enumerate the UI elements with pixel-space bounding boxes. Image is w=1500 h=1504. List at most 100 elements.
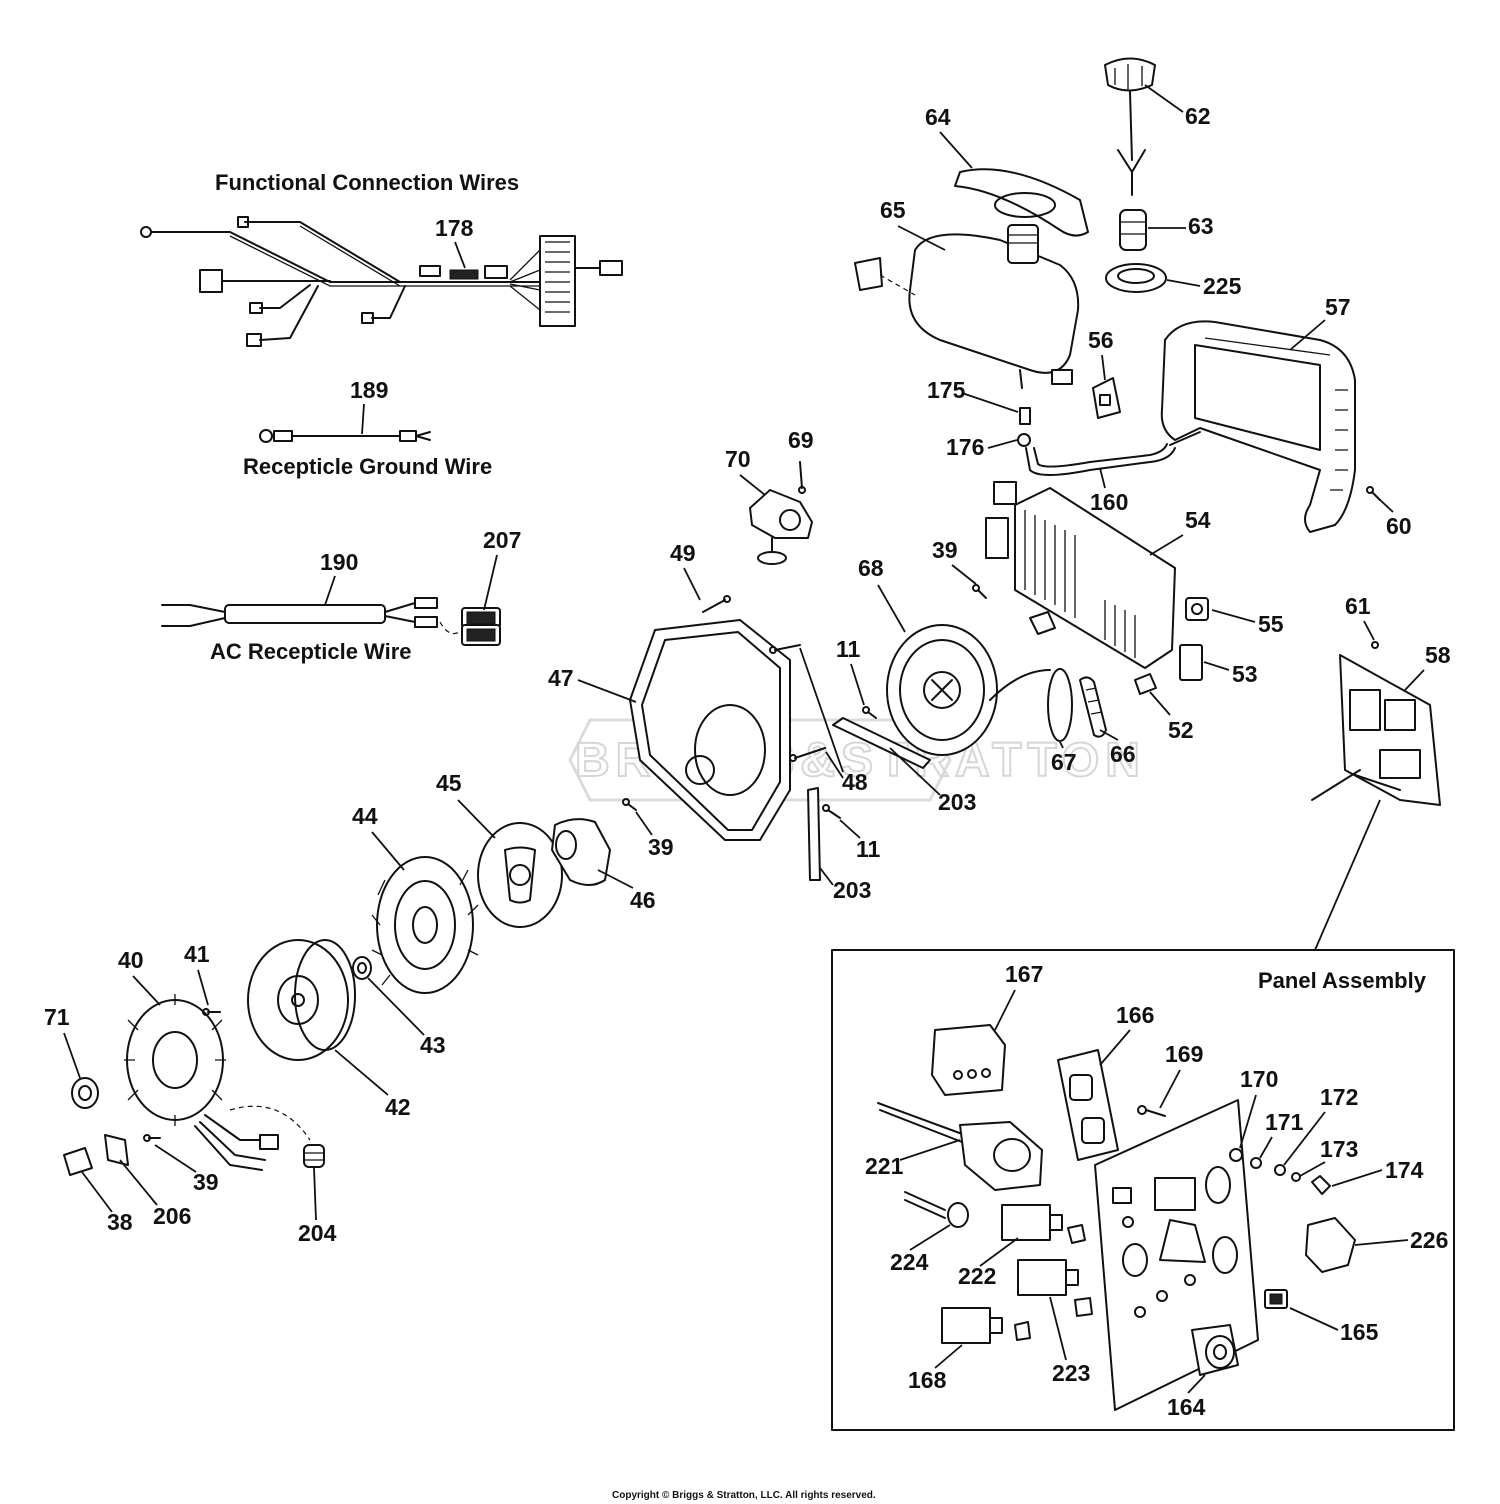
callout-42[interactable]: 42 — [385, 1094, 411, 1120]
part-207-connector[interactable] — [439, 607, 501, 646]
part-38-clip[interactable] — [63, 1147, 93, 1176]
callout-53[interactable]: 53 — [1232, 661, 1258, 687]
callout-166[interactable]: 166 — [1116, 1002, 1154, 1028]
callout-63[interactable]: 63 — [1188, 213, 1214, 239]
callout-60[interactable]: 60 — [1386, 513, 1412, 539]
callout-40[interactable]: 40 — [118, 947, 144, 973]
part-57-frame-handle[interactable] — [1160, 320, 1356, 533]
callout-55[interactable]: 55 — [1258, 611, 1284, 637]
part-160-fuel-hose[interactable] — [1025, 443, 1176, 476]
part-176-clamp[interactable] — [1017, 433, 1031, 447]
part-48-screws[interactable] — [769, 644, 826, 762]
callout-65[interactable]: 65 — [880, 197, 906, 223]
part-169-screw[interactable] — [1137, 1105, 1166, 1117]
part-68-recoil-starter[interactable] — [886, 624, 1051, 756]
part-189-ground-wire[interactable] — [259, 429, 431, 443]
callout-189[interactable]: 189 — [350, 377, 388, 403]
part-41-screw[interactable] — [202, 1008, 221, 1016]
part-47-fan-housing[interactable] — [629, 619, 791, 841]
part-11b-screw[interactable] — [822, 804, 841, 819]
part-53-clip[interactable] — [1179, 644, 1203, 681]
callout-47[interactable]: 47 — [548, 665, 574, 691]
callout-225[interactable]: 225 — [1203, 273, 1242, 299]
part-167-module[interactable] — [931, 1024, 1006, 1096]
part-221-inlet[interactable] — [877, 1102, 1043, 1191]
part-45-plate[interactable] — [477, 822, 563, 928]
part-226-cover[interactable] — [1305, 1217, 1356, 1273]
part-222-breaker[interactable] — [1001, 1204, 1086, 1244]
part-62-fuel-cap[interactable] — [1104, 57, 1156, 196]
callout-174[interactable]: 174 — [1385, 1157, 1424, 1183]
part-46-coupling[interactable] — [551, 818, 611, 886]
callout-11b[interactable]: 11 — [856, 836, 881, 862]
part-58-control-panel[interactable] — [1311, 654, 1441, 806]
part-166-receptacle[interactable] — [1057, 1049, 1119, 1161]
part-71-bushing[interactable] — [71, 1077, 99, 1109]
callout-207[interactable]: 207 — [483, 527, 521, 553]
callout-39c[interactable]: 39 — [193, 1169, 219, 1195]
part-164-dc-outlet[interactable] — [1191, 1324, 1239, 1376]
part-171-washer[interactable] — [1250, 1157, 1262, 1169]
part-224-indicator[interactable] — [904, 1191, 969, 1228]
callout-222[interactable]: 222 — [958, 1263, 996, 1289]
callout-221[interactable]: 221 — [865, 1153, 904, 1179]
part-39b-screw[interactable] — [622, 798, 637, 811]
part-43-nut[interactable] — [352, 956, 372, 980]
callout-71[interactable]: 71 — [44, 1004, 70, 1030]
callout-58[interactable]: 58 — [1425, 642, 1451, 668]
part-178-wire-harness[interactable] — [140, 216, 623, 347]
callout-67[interactable]: 67 — [1051, 749, 1077, 775]
callout-165[interactable]: 165 — [1340, 1319, 1379, 1345]
callout-43[interactable]: 43 — [420, 1032, 446, 1058]
callout-49[interactable]: 49 — [670, 540, 696, 566]
callout-226[interactable]: 226 — [1410, 1227, 1448, 1253]
callout-203a[interactable]: 203 — [938, 789, 976, 815]
part-11a-screw[interactable] — [862, 706, 877, 719]
callout-171[interactable]: 171 — [1265, 1109, 1304, 1135]
callout-54[interactable]: 54 — [1185, 507, 1211, 533]
callout-167[interactable]: 167 — [1005, 961, 1043, 987]
part-44-flywheel-fan[interactable] — [371, 856, 479, 994]
part-168-breaker[interactable] — [941, 1307, 1031, 1344]
callout-160[interactable]: 160 — [1090, 489, 1128, 515]
callout-224[interactable]: 224 — [890, 1249, 929, 1275]
callout-62[interactable]: 62 — [1185, 103, 1211, 129]
part-65-fuel-tank[interactable] — [854, 224, 1080, 389]
callout-178[interactable]: 178 — [435, 215, 474, 241]
part-175-fitting[interactable] — [1019, 407, 1031, 425]
part-39a-screw[interactable] — [972, 584, 987, 599]
callout-66[interactable]: 66 — [1110, 741, 1136, 767]
callout-70[interactable]: 70 — [725, 446, 751, 472]
callout-48[interactable]: 48 — [842, 769, 868, 795]
part-225-grommet[interactable] — [1105, 263, 1167, 293]
part-64-fuel-tank-cover[interactable] — [954, 168, 1089, 237]
callout-11a[interactable]: 11 — [836, 636, 861, 662]
part-63-fuel-strainer[interactable] — [1119, 209, 1147, 251]
part-40-stator[interactable] — [124, 994, 311, 1171]
callout-45[interactable]: 45 — [436, 770, 462, 796]
part-49-screw[interactable] — [702, 595, 731, 613]
callout-38[interactable]: 38 — [107, 1209, 133, 1235]
part-223-breaker[interactable] — [1017, 1259, 1093, 1317]
callout-169[interactable]: 169 — [1165, 1041, 1203, 1067]
callout-64[interactable]: 64 — [925, 104, 951, 130]
callout-168[interactable]: 168 — [908, 1367, 947, 1393]
part-174-wing-nut[interactable] — [1311, 1175, 1331, 1195]
part-69-screw[interactable] — [798, 461, 806, 494]
part-165-switch[interactable] — [1264, 1289, 1288, 1309]
callout-164[interactable]: 164 — [1167, 1394, 1206, 1420]
callout-223[interactable]: 223 — [1052, 1360, 1090, 1386]
part-67-starter-rope-ring[interactable] — [1047, 668, 1073, 742]
part-52-grommet[interactable] — [1134, 673, 1157, 695]
part-66-starter-handle[interactable] — [1079, 676, 1107, 738]
part-39c-screw[interactable] — [143, 1134, 161, 1142]
part-61-screw[interactable] — [1371, 641, 1379, 649]
callout-52[interactable]: 52 — [1168, 717, 1194, 743]
callout-57[interactable]: 57 — [1325, 294, 1351, 320]
part-170-nut[interactable] — [1229, 1148, 1243, 1162]
callout-69[interactable]: 69 — [788, 427, 814, 453]
part-70-choke-knob[interactable] — [749, 489, 813, 565]
callout-39b[interactable]: 39 — [648, 834, 674, 860]
callout-176[interactable]: 176 — [946, 434, 984, 460]
part-42-rotor[interactable] — [247, 939, 356, 1061]
